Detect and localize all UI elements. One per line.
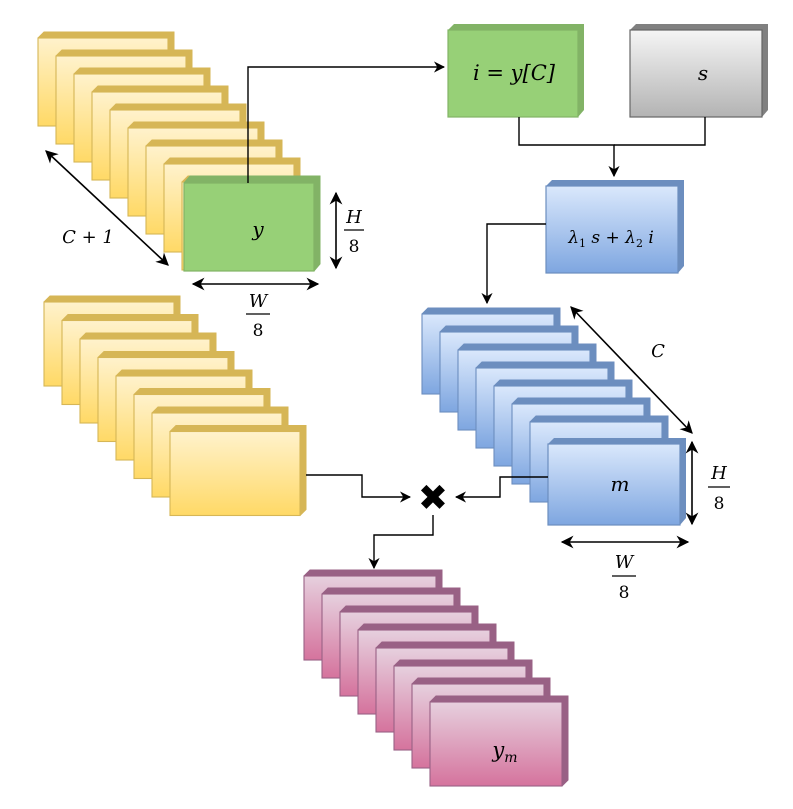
index-box: i = y[C] [447,24,584,118]
svg-text:H: H [710,463,727,484]
connector-index-to-blend [518,117,620,178]
svg-text:8: 8 [619,583,630,603]
svg-text:H: H [345,207,362,228]
svg-text:8: 8 [714,494,725,514]
yellow-height-fraction: H 8 [344,207,364,257]
pink-output-stack [303,569,569,787]
s-box: s [629,24,768,118]
blue-width-fraction: W 8 [612,552,636,603]
blue-height-fraction: H 8 [708,463,730,514]
yellow-feature-stack-bottom [43,295,307,517]
connector-blend-to-mask [481,223,546,305]
connector-mask-to-multiply [454,476,548,503]
s-label: s [698,61,708,85]
blend-box: λ1 s + λ2 i [545,180,684,274]
ym-label: ym [491,738,517,766]
y-box: y [183,175,321,272]
svg-text:W: W [615,552,635,573]
yellow-channel-dim-arrow [45,150,169,266]
index-label: i = y[C] [473,61,556,85]
connector-s-to-blend [614,117,706,146]
m-label: m [611,472,630,496]
connector-features-to-multiply [306,474,412,503]
yellow-channel-label: C + 1 [62,227,114,248]
yellow-bottom-slab-8 [169,425,307,517]
connector-y-to-index [247,61,446,183]
connector-multiply-to-output [368,515,434,570]
svg-text:8: 8 [253,321,264,341]
blue-channel-dim-arrow [570,306,693,434]
pink-slab-8 [429,695,569,787]
yellow-width-fraction: W 8 [246,291,270,341]
blend-label: λ1 s + λ2 i [567,228,654,250]
blue-channel-label: C [651,341,665,362]
m-box: m [547,438,686,526]
multiply-icon: ✖ [418,478,448,519]
y-label: y [251,217,264,241]
svg-text:W: W [249,291,269,312]
svg-text:8: 8 [349,237,360,257]
